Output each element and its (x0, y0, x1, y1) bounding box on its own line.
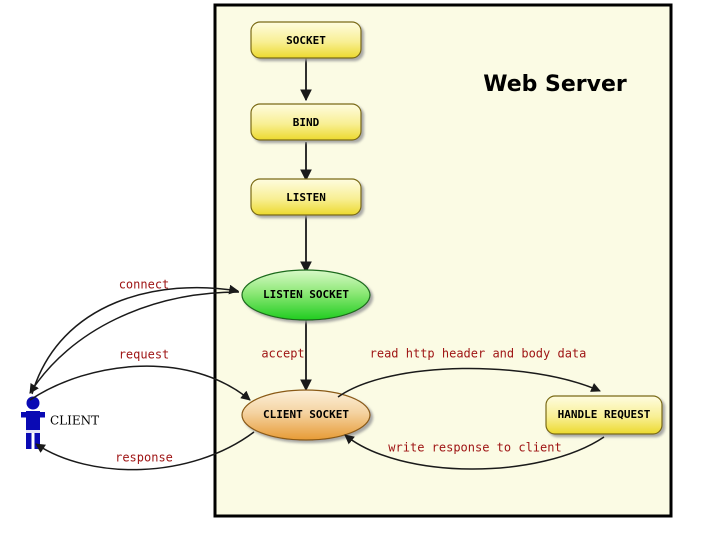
node-handle-request[interactable] (545, 395, 663, 435)
web-server-panel-title: Web Server (483, 72, 627, 97)
actor-leg-left-icon (26, 431, 32, 449)
node-socket-label: SOCKET (286, 34, 326, 47)
node-handle-request-shape (545, 395, 663, 435)
node-client-socket-shape (241, 389, 371, 441)
edge-label-accept: accept (261, 347, 304, 361)
edge-response-path (35, 431, 255, 471)
socket-handler-edges (337, 367, 605, 470)
actor-client[interactable] (21, 396, 45, 450)
node-bind[interactable] (250, 103, 362, 141)
node-bind-shape (250, 103, 362, 141)
node-listen[interactable] (250, 178, 362, 216)
node-listen-socket-label: LISTEN SOCKET (263, 288, 349, 301)
node-socket[interactable] (250, 21, 362, 59)
edge-connect-return-path (29, 291, 240, 394)
edge-connect-path (31, 284, 239, 395)
edge-write-path (344, 434, 605, 470)
actor-leg-right-icon (34, 431, 40, 449)
edge-label-response: response (115, 451, 173, 465)
edge-request-path (29, 365, 251, 401)
client-server-edges (29, 284, 255, 471)
edge-label-read: read http header and body data (370, 347, 587, 361)
edge-label-request: request (119, 348, 170, 362)
node-bind-label: BIND (293, 116, 320, 129)
actor-waist-gap (26, 430, 40, 433)
node-client-socket-label: CLIENT SOCKET (263, 408, 349, 421)
actor-arms-icon (21, 412, 45, 418)
edge-read-path (337, 367, 601, 398)
node-client-socket[interactable] (241, 389, 371, 441)
actor-client-label: CLIENT (50, 414, 99, 428)
web-server-panel: Web Server (213, 3, 673, 518)
node-listen-shape (250, 178, 362, 216)
node-listen-label: LISTEN (286, 191, 326, 204)
node-listen-socket-shape (241, 269, 371, 321)
edge-label-write: write response to client (388, 441, 561, 455)
node-listen-socket[interactable] (241, 269, 371, 321)
actor-head-icon (26, 396, 40, 410)
node-socket-shape (250, 21, 362, 59)
edge-label-connect: connect (119, 278, 170, 292)
node-handle-request-label: HANDLE REQUEST (558, 408, 651, 421)
